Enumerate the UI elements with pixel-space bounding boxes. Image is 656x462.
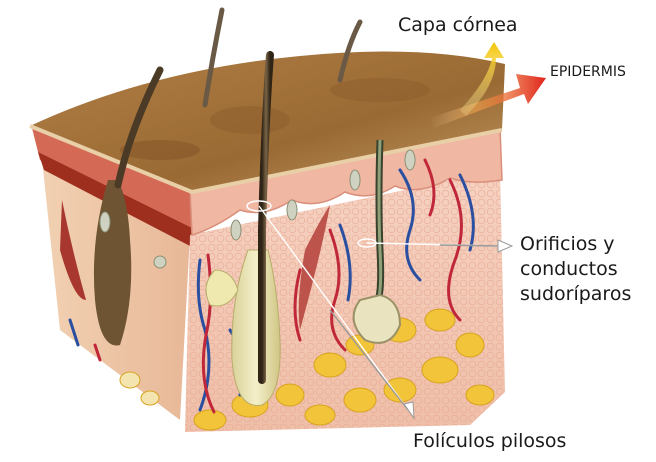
label-foliculos: Folículos pilosos (413, 430, 566, 452)
label-orificios-line1: Orificios y (520, 232, 631, 257)
sweat-gland-coil (354, 295, 400, 343)
orificios-leader-grey (440, 245, 500, 246)
orificios-arrowhead (498, 240, 512, 252)
surface-spot (210, 106, 290, 134)
surface-spot (330, 78, 430, 102)
label-epidermis: EPIDERMIS (550, 64, 626, 80)
label-orificios-line2: conductos (520, 257, 631, 282)
label-capa-cornea: Capa córnea (398, 14, 518, 36)
label-orificios-line3: sudoríparos (520, 282, 631, 307)
label-orificios: Orificios y conductos sudoríparos (520, 232, 631, 307)
